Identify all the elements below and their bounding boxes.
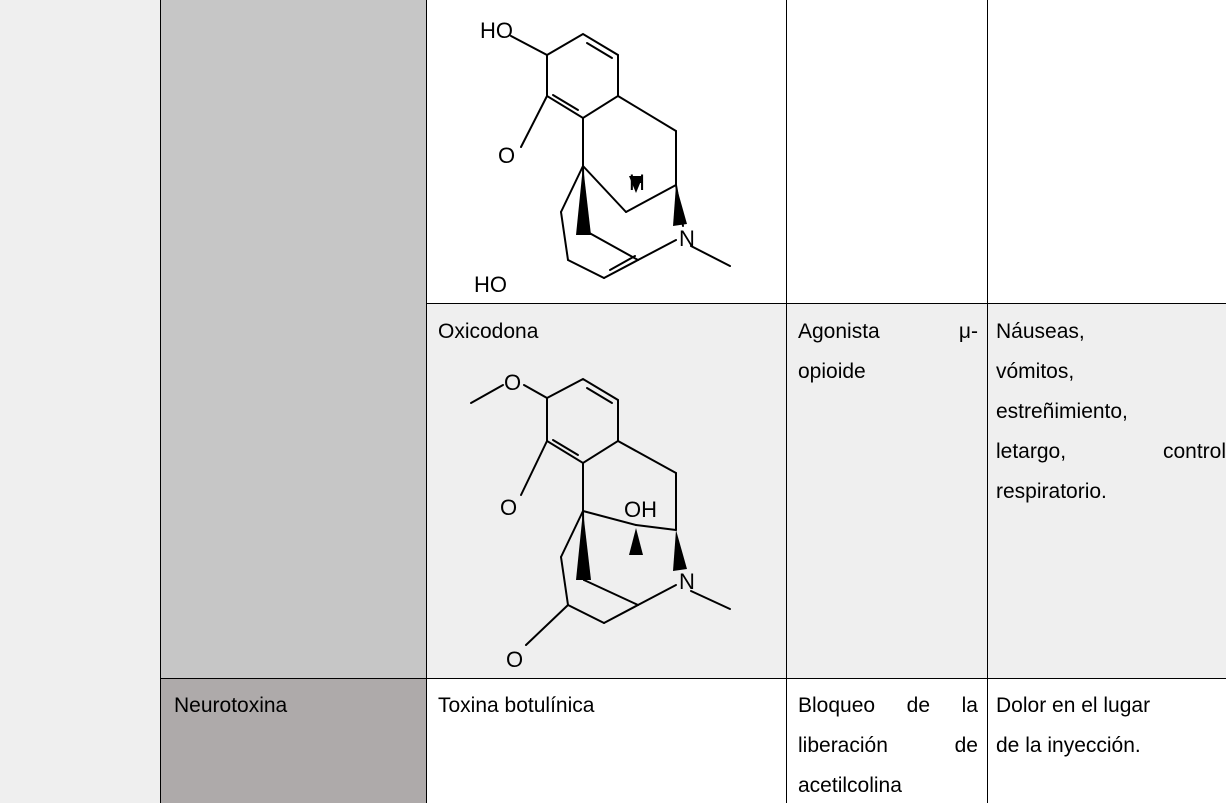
effects-oxycodone-line: letargo, control: [996, 440, 1226, 463]
column-divider: [987, 0, 988, 803]
column-divider: [786, 0, 787, 803]
effects-botulinum-line: de la inyección.: [996, 734, 1141, 757]
oxycodone-structure: O O OH N O: [470, 370, 731, 672]
effects-oxycodone-line: estreñimiento,: [996, 400, 1128, 423]
effects-oxycodone-line: Náuseas,: [996, 320, 1085, 343]
structure-label: O: [504, 370, 521, 395]
category-column-opioid: [160, 0, 426, 678]
effects-oxycodone-line: respiratorio.: [996, 480, 1107, 503]
row-divider: [426, 303, 1226, 304]
column-divider: [426, 0, 427, 803]
structure-label: HO: [480, 18, 513, 43]
column-divider: [160, 0, 161, 803]
structure-label: OH: [624, 497, 657, 522]
mechanism-botulinum-line: liberación de: [798, 734, 978, 757]
structure-label: N: [679, 226, 695, 251]
morphine-structure: HO O H N HO: [474, 18, 731, 297]
category-column-neurotoxin: [160, 678, 426, 803]
oxycodone-row-background: [426, 303, 1226, 678]
mechanism-botulinum-line: Bloqueo de la: [798, 694, 978, 717]
structure-label: O: [506, 647, 523, 672]
structure-label: N: [679, 569, 695, 594]
structure-label: O: [500, 495, 517, 520]
effects-botulinum-line: Dolor en el lugar: [996, 694, 1151, 717]
category-neurotoxin: Neurotoxina: [174, 694, 288, 717]
effects-oxycodone-line: vómitos,: [996, 360, 1075, 383]
first-column-background: [0, 0, 160, 803]
mechanism-oxycodone-line: opioide: [798, 360, 866, 383]
structure-label: O: [498, 143, 515, 168]
drug-name-oxycodone: Oxicodona: [438, 320, 539, 343]
mechanism-botulinum-line: acetilcolina: [798, 774, 902, 797]
row-divider: [160, 678, 1226, 679]
drug-name-botulinum: Toxina botulínica: [438, 694, 595, 717]
mechanism-oxycodone-line: Agonista μ-: [798, 320, 978, 343]
structure-label: HO: [474, 272, 507, 297]
